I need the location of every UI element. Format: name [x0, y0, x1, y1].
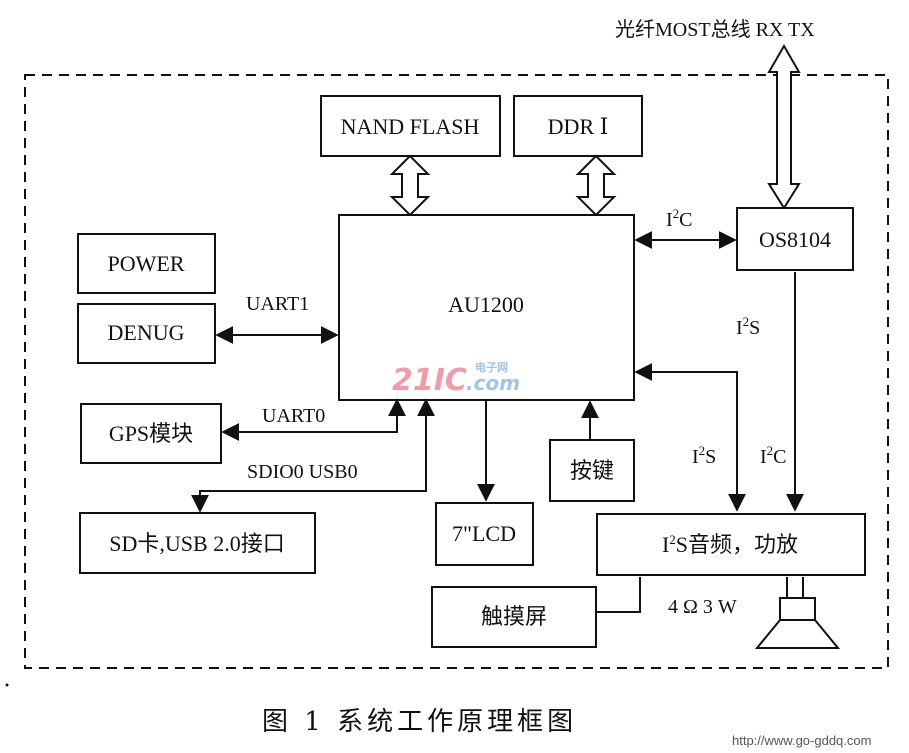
power-label: POWER: [108, 251, 185, 276]
i2c-top-label: I2C: [666, 206, 693, 231]
power-block: POWER: [77, 233, 216, 294]
i2s-cpu-audio-link: [634, 363, 746, 512]
watermark-cn: 电子网: [475, 360, 508, 374]
nand-bus-arrow: [389, 154, 431, 217]
system-boundary: [24, 74, 889, 669]
figure-caption: 图 1 系统工作原理框图: [262, 707, 577, 737]
os8104-label: OS8104: [759, 227, 831, 252]
margin-dot: [5, 683, 9, 687]
most-bus-arrow: [767, 43, 801, 210]
watermark-21ic: 21IC 电子网 .com: [392, 360, 520, 398]
source-site-url: http://www.go-gddq.com: [732, 733, 871, 748]
audio-amplifier-block: I2S音频，功放: [596, 513, 866, 576]
watermark-dom: .com: [466, 371, 520, 395]
lcd-label: 7"LCD: [452, 521, 516, 546]
debug-block: DENUG: [77, 303, 216, 364]
touchscreen-block: 触摸屏: [431, 586, 597, 648]
ddr-label: DDR Ⅰ: [548, 114, 609, 139]
i2s-mid-label: I2S: [692, 443, 716, 468]
ddr-block: DDR Ⅰ: [513, 95, 643, 157]
speaker-spec-label: 4 Ω 3 W: [668, 596, 737, 618]
keys-label: 按键: [570, 458, 614, 483]
sd-usb-interface-block: SD卡,USB 2.0接口: [79, 512, 316, 574]
watermark-num: 21IC: [392, 363, 467, 398]
touchscreen-audio-link: [596, 577, 641, 613]
ddr-bus-arrow: [575, 154, 617, 217]
i2c-mid-label: I2C: [760, 443, 787, 468]
nand-flash-block: NAND FLASH: [320, 95, 501, 157]
os8104-block: OS8104: [736, 207, 854, 271]
nand-flash-label: NAND FLASH: [341, 114, 480, 139]
debug-label: DENUG: [108, 320, 185, 345]
gps-label: GPS模块: [109, 421, 193, 446]
speaker-icon: [754, 577, 841, 649]
sdio-usb-label: SDIO0 USB0: [247, 461, 358, 483]
audio-label: I2S音频，功放: [662, 532, 798, 557]
most-bus-label: 光纤MOST总线 RX TX: [615, 18, 815, 41]
i2s-right-label: I2S: [736, 314, 760, 339]
keys-block: 按键: [549, 439, 635, 502]
au1200-label: AU1200: [448, 292, 524, 317]
gps-module-block: GPS模块: [80, 403, 222, 464]
uart1-label: UART1: [246, 293, 309, 315]
lcd-block: 7"LCD: [435, 502, 534, 566]
uart0-label: UART0: [262, 405, 325, 427]
sd-usb-label: SD卡,USB 2.0接口: [109, 531, 284, 556]
touchscreen-label: 触摸屏: [481, 604, 547, 629]
sdio-usb-link: [191, 398, 435, 513]
